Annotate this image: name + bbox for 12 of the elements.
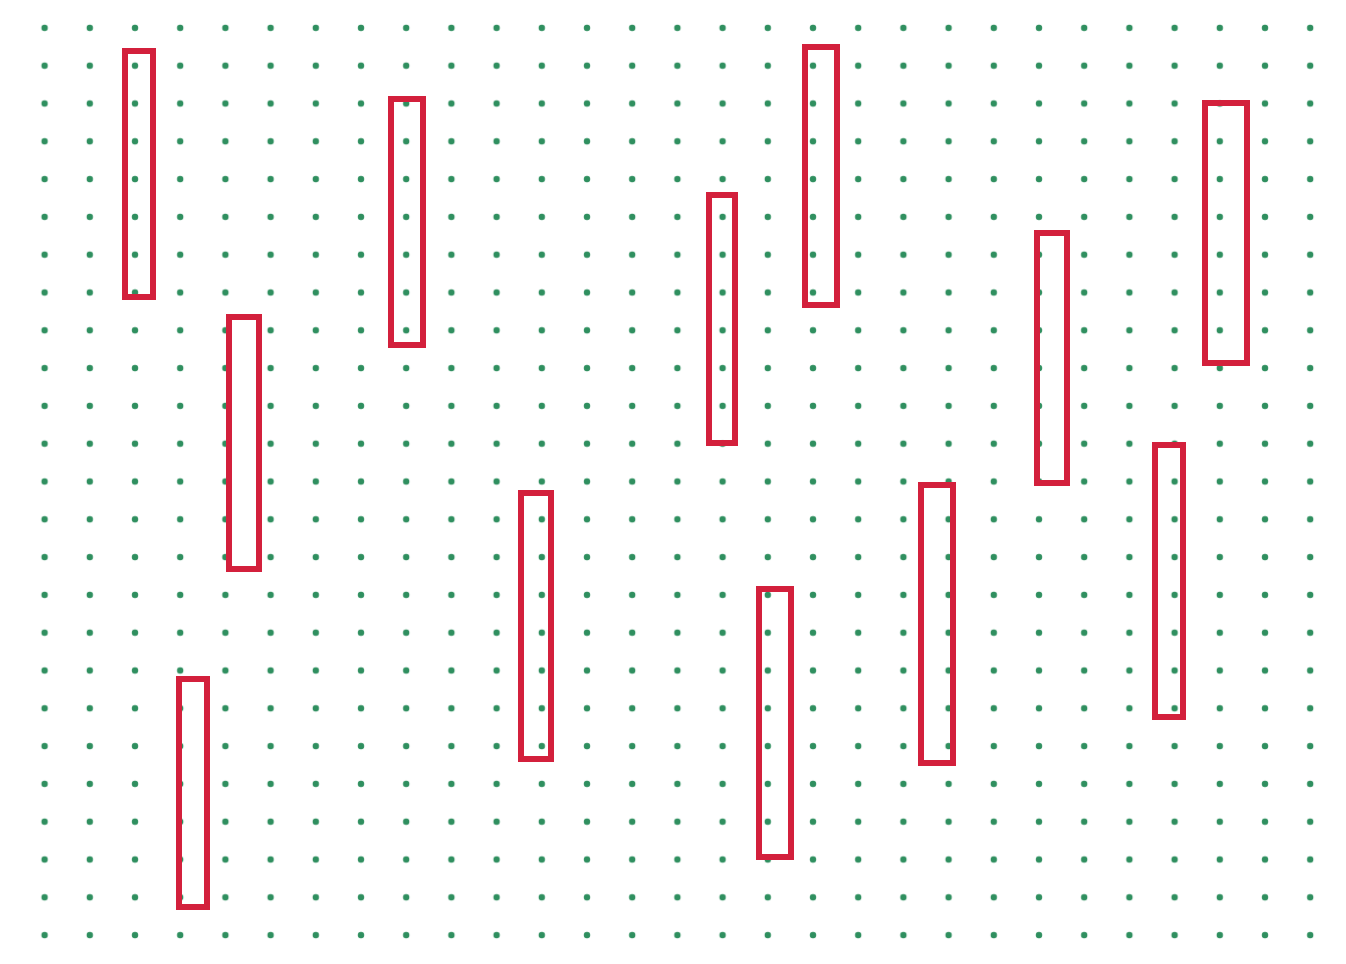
highlight-rectangle [176, 676, 210, 910]
highlight-rectangle [918, 482, 956, 766]
highlight-rectangle [1034, 230, 1070, 486]
highlight-rectangle [1152, 442, 1186, 720]
highlight-rectangle [706, 192, 738, 446]
highlight-rectangle [756, 586, 794, 860]
highlight-rectangle [122, 48, 156, 300]
highlight-rectangle [1202, 100, 1250, 366]
highlight-rectangle [388, 96, 426, 348]
highlight-rectangle [226, 314, 262, 572]
highlight-rectangle [518, 490, 554, 762]
highlight-rectangle [802, 44, 840, 308]
